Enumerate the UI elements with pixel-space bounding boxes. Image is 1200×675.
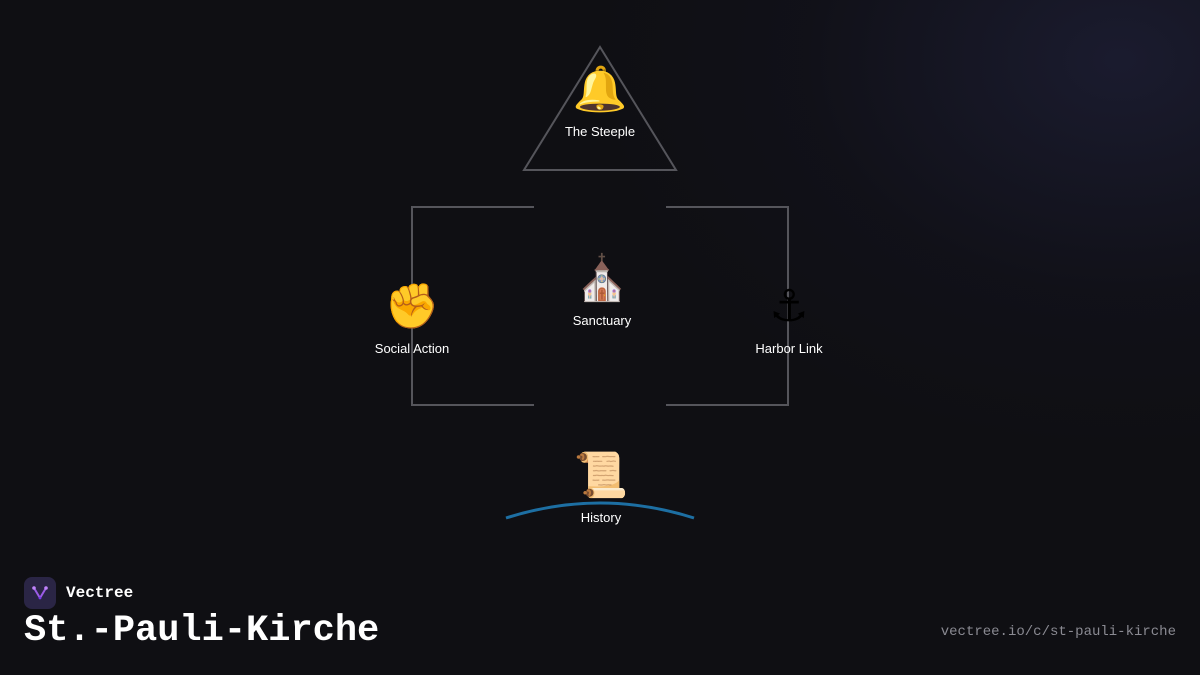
node-label-steeple: The Steeple — [564, 124, 636, 139]
node-label-social-action: Social Action — [374, 341, 450, 356]
node-label-sanctuary: Sanctuary — [572, 313, 632, 328]
bell-icon: 🔔 — [572, 64, 628, 115]
steeple-triangle — [522, 45, 678, 171]
node-harbor-link[interactable]: ⚓ Harbor Link — [755, 281, 822, 356]
raised-fist-icon: ✊ — [384, 281, 440, 332]
node-history[interactable]: 📜 History — [574, 450, 629, 525]
church-icon: ⛪ — [574, 253, 630, 304]
page-url[interactable]: vectree.io/c/st-pauli-kirche — [940, 624, 1176, 640]
left-bracket — [411, 206, 534, 406]
right-bracket — [666, 206, 789, 406]
node-label-history: History — [580, 510, 622, 525]
node-label-harbor-link: Harbor Link — [755, 341, 823, 356]
brand[interactable]: Vectree — [24, 577, 133, 609]
node-steeple[interactable]: 🔔 The Steeple — [565, 64, 635, 139]
page-title: St.-Pauli-Kirche — [24, 610, 380, 652]
node-sanctuary[interactable]: ⛪ Sanctuary — [573, 253, 632, 328]
vectree-logo-icon — [24, 577, 56, 609]
foundation-arc — [505, 501, 695, 520]
vectree-logo-glyph — [32, 586, 48, 600]
brand-name: Vectree — [66, 584, 134, 602]
anchor-icon: ⚓ — [769, 281, 809, 332]
scroll-icon: 📜 — [573, 450, 629, 501]
node-social-action[interactable]: ✊ Social Action — [375, 281, 449, 356]
